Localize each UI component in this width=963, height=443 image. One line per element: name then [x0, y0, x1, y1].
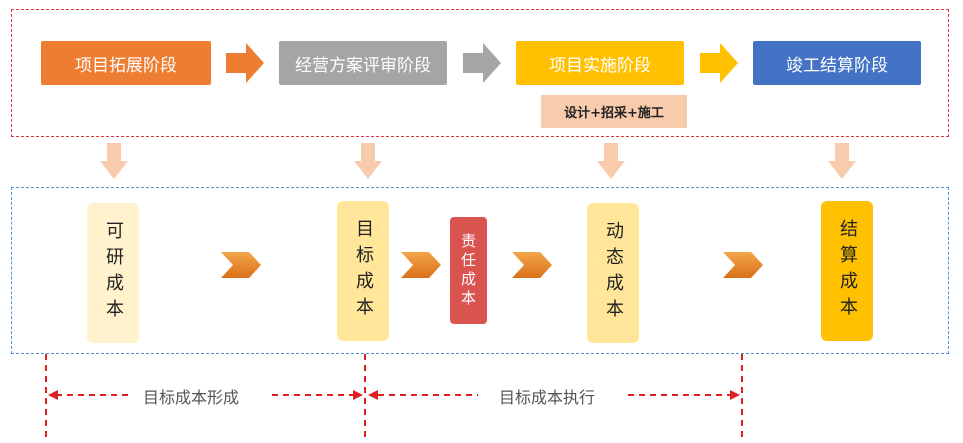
phase-formation-label: 目标成本形成 — [143, 388, 240, 407]
stage-expansion: 项目拓展阶段 — [41, 41, 211, 85]
stage-settlement: 竣工结算阶段 — [753, 41, 921, 85]
arrow-down-icon — [354, 143, 382, 179]
timeline — [45, 354, 743, 438]
cost-target: 目标成本 — [337, 201, 389, 341]
chevron-right-icon — [401, 252, 441, 278]
cost-settlement: 结算成本 — [821, 201, 873, 341]
cost-responsibility: 责任成本 — [450, 217, 487, 324]
cost-settlement-label: 结算成本 — [837, 219, 858, 323]
arrow-right-icon — [226, 43, 264, 83]
phase-execution-label: 目标成本执行 — [499, 388, 596, 407]
chevron-right-icon — [221, 252, 261, 278]
cost-feasibility-label: 可研成本 — [103, 221, 124, 325]
cost-dynamic-label: 动态成本 — [603, 221, 624, 325]
arrow-down-icon — [828, 143, 856, 179]
chevron-right-icon — [723, 252, 763, 278]
arrow-right-icon — [463, 43, 501, 83]
cost-dynamic: 动态成本 — [587, 203, 639, 343]
stage-frame — [11, 9, 949, 137]
stage-plan-review: 经营方案评审阶段 — [279, 41, 447, 85]
cost-feasibility: 可研成本 — [87, 203, 139, 343]
chevron-right-icon — [512, 252, 552, 278]
stage-implementation: 项目实施阶段 — [516, 41, 684, 85]
arrow-down-icon — [597, 143, 625, 179]
cost-frame — [11, 187, 949, 354]
sub-stage-label: 设计+招采+施工 — [541, 95, 687, 128]
cost-responsibility-label: 责任成本 — [459, 232, 477, 309]
cost-target-label: 目标成本 — [353, 219, 374, 323]
arrow-down-icon — [100, 143, 128, 179]
arrow-right-icon — [700, 43, 738, 83]
